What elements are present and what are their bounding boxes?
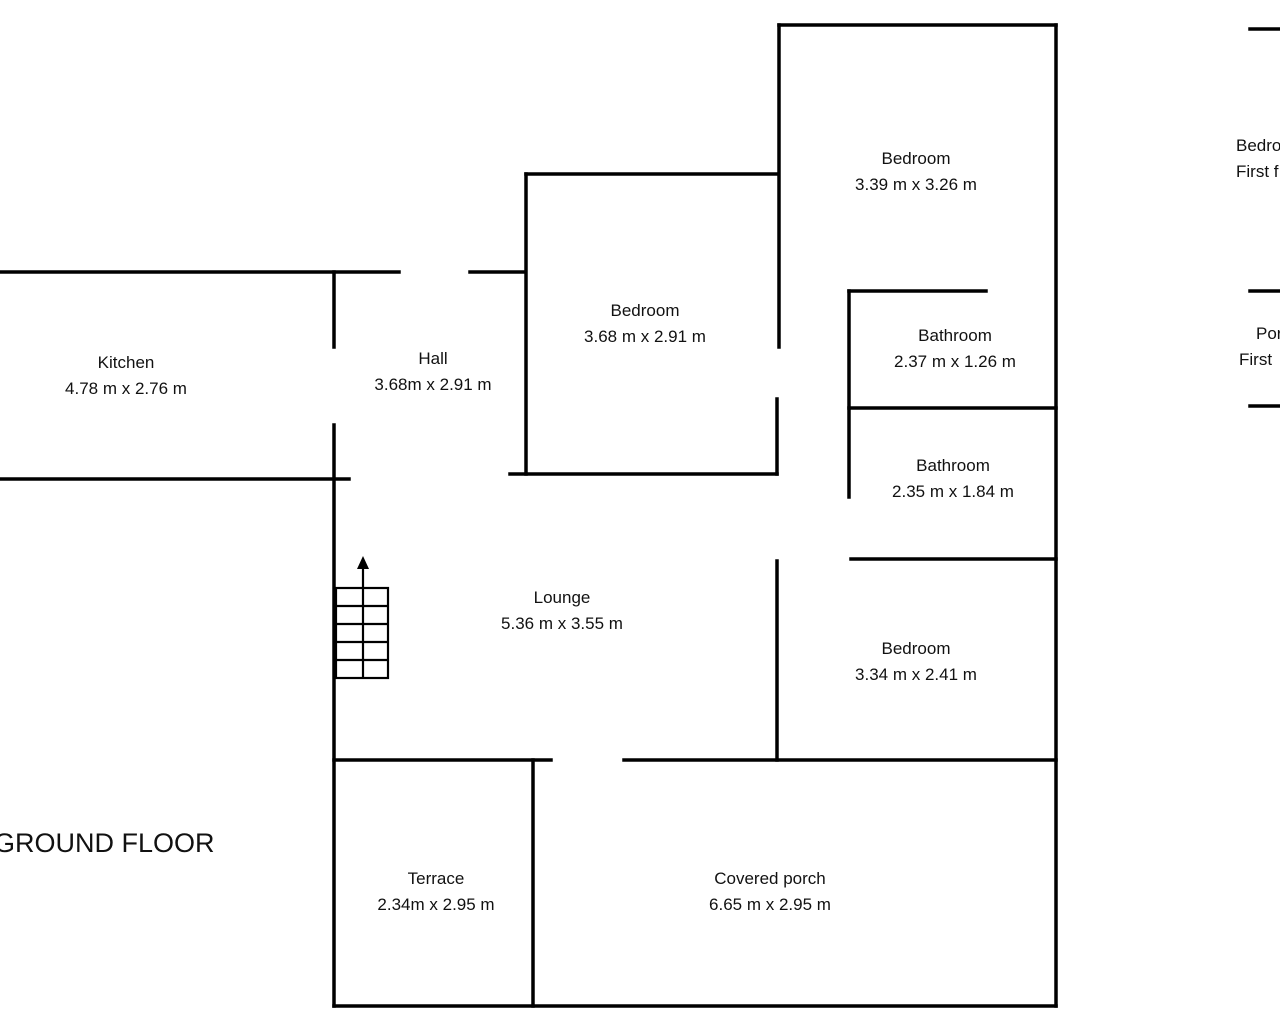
room-label-bedroom-2: Bedroom 3.39 m x 3.26 m bbox=[855, 146, 977, 198]
room-size: 2.35 m x 1.84 m bbox=[892, 482, 1014, 501]
room-level: First f bbox=[1236, 162, 1279, 181]
room-label-lounge: Lounge 5.36 m x 3.55 m bbox=[501, 585, 623, 637]
room-name: Lounge bbox=[533, 588, 591, 607]
room-name: Covered porch bbox=[714, 869, 826, 888]
room-name: Terrace bbox=[407, 869, 465, 888]
room-size: 3.68 m x 2.91 m bbox=[584, 327, 706, 346]
room-size: 5.36 m x 3.55 m bbox=[501, 614, 623, 633]
room-name: Bedroom bbox=[610, 301, 680, 320]
staircase bbox=[334, 566, 390, 680]
room-label-bedroom-3: Bedroom 3.34 m x 2.41 m bbox=[855, 636, 977, 688]
room-name: Bedroom bbox=[881, 149, 951, 168]
room-name: Bathroom bbox=[916, 456, 990, 475]
room-name: Kitchen bbox=[97, 353, 155, 372]
room-label-kitchen: Kitchen 4.78 m x 2.76 m bbox=[65, 350, 187, 402]
room-label-bathroom-1: Bathroom 2.37 m x 1.26 m bbox=[894, 323, 1016, 375]
room-label-terrace: Terrace 2.34m x 2.95 m bbox=[377, 866, 494, 918]
room-name: Hall bbox=[418, 349, 448, 368]
room-size: 6.65 m x 2.95 m bbox=[709, 895, 831, 914]
room-label-bedroom-1: Bedroom 3.68 m x 2.91 m bbox=[584, 298, 706, 350]
room-size: 3.34 m x 2.41 m bbox=[855, 665, 977, 684]
room-size: 2.37 m x 1.26 m bbox=[894, 352, 1016, 371]
room-size: 2.34m x 2.95 m bbox=[377, 895, 495, 914]
room-name: Por bbox=[1256, 324, 1280, 343]
room-label-bathroom-2: Bathroom 2.35 m x 1.84 m bbox=[892, 453, 1014, 505]
room-size: 3.39 m x 3.26 m bbox=[855, 175, 977, 194]
room-level: First bbox=[1239, 350, 1273, 369]
stair-arrow-icon bbox=[357, 556, 369, 569]
room-label-covered-porch: Covered porch 6.65 m x 2.95 m bbox=[709, 866, 831, 918]
room-name: Bathroom bbox=[918, 326, 992, 345]
room-size: 3.68m x 2.91 m bbox=[374, 375, 492, 394]
room-name: Bedroom bbox=[881, 639, 951, 658]
walls bbox=[0, 23, 1280, 1008]
floor-title: GROUND FLOOR bbox=[0, 828, 215, 858]
ff-label-porch: Por First bbox=[1239, 321, 1280, 373]
room-size: 4.78 m x 2.76 m bbox=[65, 379, 187, 398]
room-name: Bedro bbox=[1236, 136, 1280, 155]
room-label-hall: Hall 3.68m x 2.91 m bbox=[374, 346, 491, 398]
ff-label-bedroom: Bedro First f bbox=[1236, 133, 1280, 185]
